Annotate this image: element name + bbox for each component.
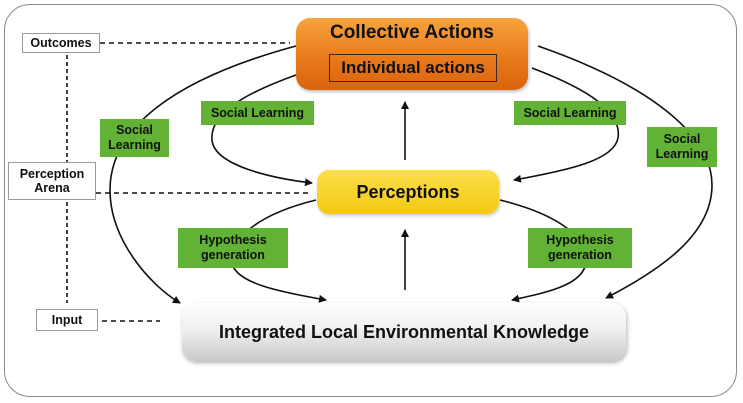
- social-learning-outer-left: Social Learning: [100, 119, 169, 157]
- social-learning-inner-left: Social Learning: [201, 101, 314, 125]
- perception-arena-label: Perception Arena: [8, 162, 96, 200]
- arrow-outer-right-loop: [537, 45, 713, 299]
- individual-actions-box: Individual actions: [329, 54, 497, 82]
- hypothesis-right: Hypothesis generation: [528, 228, 632, 268]
- perceptions-node: Perceptions: [317, 170, 499, 214]
- arrow-inner-right-loop: [513, 67, 620, 183]
- input-label: Input: [36, 309, 98, 331]
- collective-actions-title: Collective Actions: [329, 22, 494, 43]
- outcomes-label: Outcomes: [22, 33, 100, 53]
- hypothesis-left: Hypothesis generation: [178, 228, 288, 268]
- diagram-frame: [4, 4, 737, 397]
- arrow-inner-left-loop: [211, 74, 313, 187]
- arrow-outer-left-loop: [109, 45, 297, 304]
- collective-actions-node: Collective Actions Individual actions: [296, 18, 528, 90]
- social-learning-inner-right: Social Learning: [514, 101, 626, 125]
- social-learning-outer-right: Social Learning: [647, 127, 717, 167]
- knowledge-node: Integrated Local Environmental Knowledge: [182, 303, 626, 361]
